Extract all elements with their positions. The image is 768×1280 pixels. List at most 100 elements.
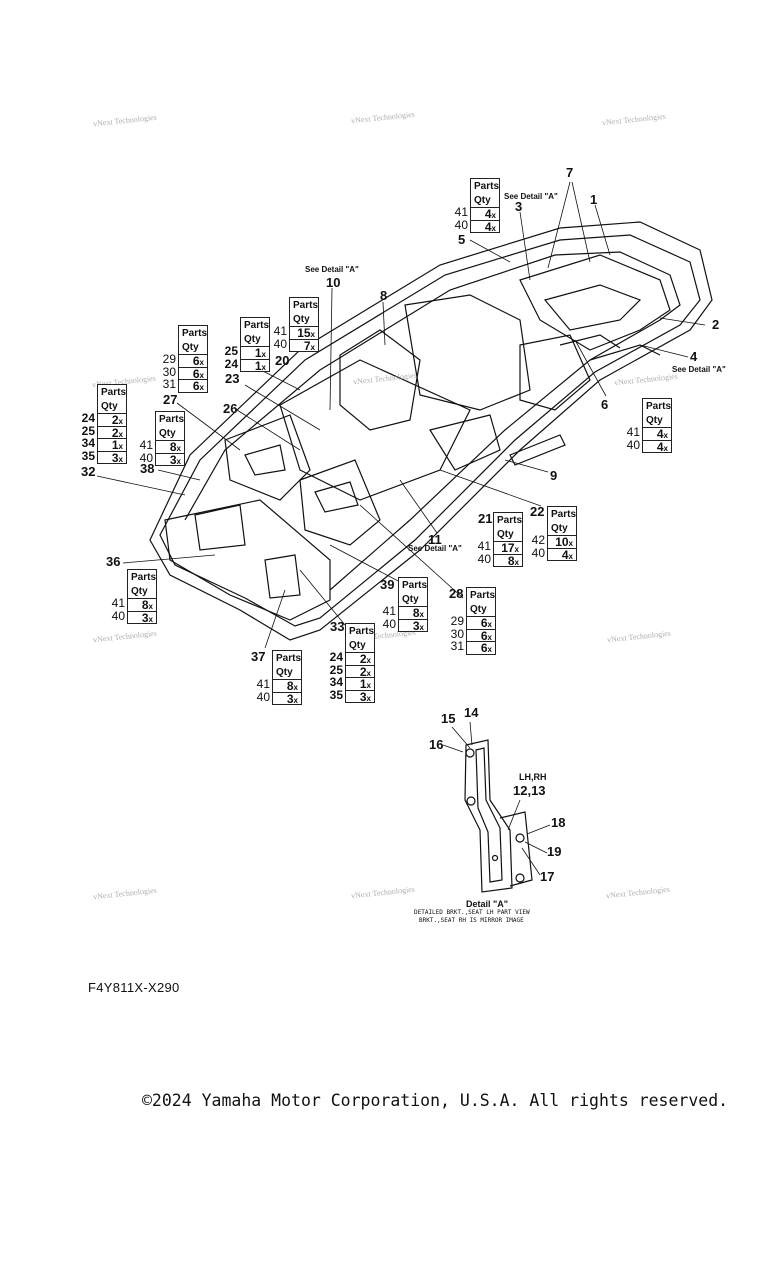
part-number[interactable]: 41 [111,596,125,610]
callout-28[interactable]: 28 [449,586,464,601]
callout-33[interactable]: 33 [330,619,345,634]
qty-value: 17x [501,541,519,555]
qty-row: 4x [548,547,576,562]
callout-20[interactable]: 20 [275,353,290,368]
part-number[interactable]: 31 [450,639,464,653]
callout-26[interactable]: 26 [223,401,238,416]
qty-label: Qty [101,401,118,412]
part-number[interactable]: 25 [329,662,343,677]
qty-row: 3x [399,618,427,633]
parts-label: Parts [402,580,428,591]
callout-7[interactable]: 7 [566,165,574,180]
part-number[interactable]: 30 [450,626,464,641]
part-number[interactable]: 29 [450,614,464,628]
part-number[interactable]: 40 [477,551,491,566]
callout-37[interactable]: 37 [251,649,266,664]
qty-row: 3x [98,450,126,464]
part-number[interactable]: 40 [139,450,153,465]
qty-row: 2x [346,664,374,678]
part-number[interactable]: 35 [81,448,95,463]
parts-label: Parts [349,626,375,637]
part-number[interactable]: 29 [162,352,176,366]
callout-8[interactable]: 8 [380,288,388,303]
callout-4[interactable]: 4 [690,349,698,364]
part-number[interactable]: 24 [329,650,343,664]
qty-label: Qty [131,586,148,597]
part-number[interactable]: 24 [224,356,238,371]
part-number[interactable]: 41 [626,425,640,439]
callout-22[interactable]: 22 [530,504,545,519]
part-number[interactable]: 40 [273,336,287,351]
callout-36[interactable]: 36 [106,554,121,569]
callout-38[interactable]: 38 [140,461,155,476]
callout-12-13[interactable]: 12,13 [513,783,546,798]
qty-label: Qty [182,342,199,353]
part-number[interactable]: 34 [329,675,343,689]
callout-21[interactable]: 21 [478,511,493,526]
qty-value: 8x [286,679,298,693]
part-number[interactable]: 41 [477,539,491,553]
callout-5[interactable]: 5 [458,232,466,247]
part-number[interactable]: 40 [382,616,396,631]
part-number[interactable]: 40 [111,608,125,623]
lh-rh-label: LH,RH [519,772,547,782]
qty-label: Qty [551,523,568,534]
qty-value: 2x [359,652,371,666]
callout-16[interactable]: 16 [429,737,444,752]
callout-32[interactable]: 32 [81,464,96,479]
part-number[interactable]: 41 [256,677,270,691]
callout-10[interactable]: 10 [326,275,341,290]
callout-19[interactable]: 19 [547,844,562,859]
part-number[interactable]: 41 [273,324,287,338]
qty-value: 2x [111,413,123,427]
part-number[interactable]: 31 [162,377,176,391]
callout-1[interactable]: 1 [590,192,598,207]
part-number[interactable]: 24 [81,411,95,425]
qty-value: 6x [192,354,204,368]
qty-label: Qty [349,640,366,651]
callout-9[interactable]: 9 [550,468,558,483]
callout-27[interactable]: 27 [163,392,178,407]
part-number[interactable]: 35 [329,687,343,702]
part-number[interactable]: 40 [256,689,270,704]
callout-15[interactable]: 15 [441,711,456,726]
qty-value: 6x [480,616,492,630]
qty-value: 4x [656,439,668,454]
callout-18[interactable]: 18 [551,815,566,830]
qty-value: 3x [412,618,424,633]
part-number[interactable]: 34 [81,436,95,450]
callout-3[interactable]: 3 [515,199,523,214]
qty-label: Qty [293,314,310,325]
qty-value: 4x [561,547,573,562]
part-number[interactable]: 41 [382,604,396,618]
callout-23[interactable]: 23 [225,371,240,386]
part-number[interactable]: 30 [162,364,176,379]
parts-label: Parts [470,590,496,601]
qty-row: 8x [273,679,301,692]
callout-14[interactable]: 14 [464,705,479,720]
qty-value: 6x [480,628,492,643]
part-number[interactable]: 40 [531,545,545,560]
part-number[interactable]: 40 [626,437,640,452]
callout-17[interactable]: 17 [540,869,555,884]
callout-2[interactable]: 2 [712,317,720,332]
callout-11[interactable]: 11 [428,532,442,547]
qty-value: 4x [656,427,668,441]
qty-label: Qty [470,604,487,615]
callout-39[interactable]: 39 [380,577,395,592]
part-number[interactable]: 41 [139,438,153,452]
parts-label: Parts [244,320,270,331]
part-number[interactable]: 25 [81,423,95,438]
qty-label: Qty [276,667,293,678]
part-number[interactable]: 40 [454,217,468,232]
part-number[interactable]: 42 [531,533,545,547]
callout-6[interactable]: 6 [601,397,609,412]
part-number[interactable]: 25 [224,344,238,358]
qty-row: 3x [346,689,374,703]
qty-row: 2x [346,652,374,665]
part-number[interactable]: 41 [454,205,468,219]
